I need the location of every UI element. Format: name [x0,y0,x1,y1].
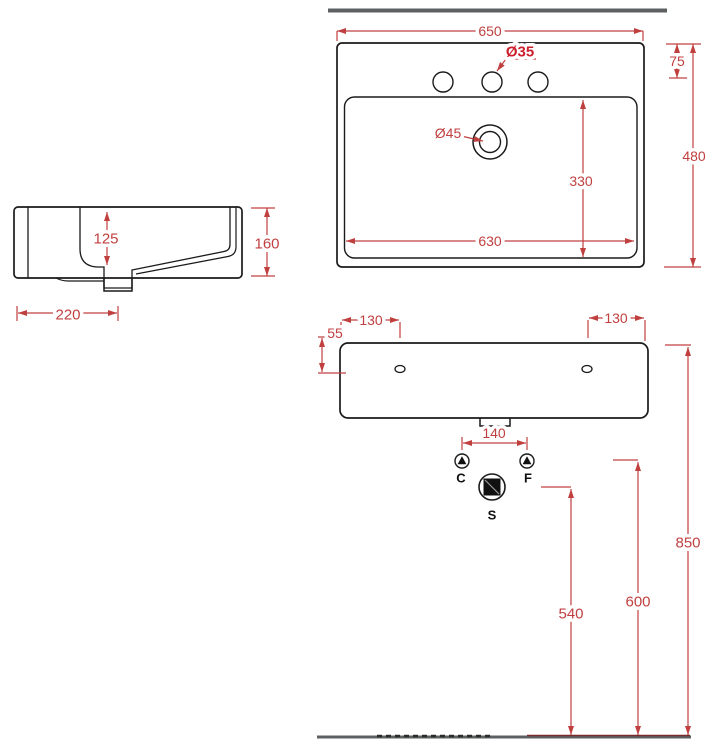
dim-drain-setback: 220 [16,303,119,327]
tap-hole-callout: Ø35 [496,40,538,72]
dim-inner-depth-label: 125 [93,230,118,247]
dim-overall-depth: 480 [664,44,709,268]
dim-tap-ledge-label: 75 [669,53,685,69]
dim-tap-ledge: 75 [666,43,701,79]
drain-callout: Ø45 [431,121,484,144]
dim-waste-height: 540 [541,486,587,735]
dim-height: 160 [251,207,283,277]
tap-hole-left [432,71,454,93]
cold-water-symbol: C [454,453,470,488]
cold-water-triangle-icon [457,456,467,465]
dim-basin-depth: 330 [566,100,596,257]
dim-overall-depth-label: 480 [682,148,706,164]
tap-hole-center [481,71,503,93]
dim-hole-drop-label: 55 [327,325,343,341]
dim-basin-width-label: 630 [478,233,502,249]
dim-drain-setback-label: 220 [55,306,80,323]
dim-right-hole-offset-label: 130 [604,310,628,326]
dim-basin-width: 630 [346,229,634,252]
top-view: 650 75 480 330 630 Ø35 [336,19,709,268]
dim-basin-depth-label: 330 [569,173,593,189]
front-outline [339,342,649,419]
dim-supply-height: 600 [613,459,654,735]
dim-overall-width: 650 [336,19,644,42]
front-drain-stub [479,418,511,427]
tap-hole-diameter-label: Ø35 [506,43,534,60]
basin-inner-bowl [343,96,638,259]
dim-supply-spacing-label: 140 [482,425,506,441]
front-view: 130 130 55 140 C [318,306,704,735]
dim-hole-drop: 55 [318,321,346,374]
dim-left-hole-offset: 130 [340,308,401,341]
mount-hole-left [394,364,406,374]
dim-rim-height: 850 [665,344,704,735]
hot-water-label: F [524,471,532,486]
dim-left-hole-offset-label: 130 [359,312,383,328]
drain-diameter-label: Ø45 [435,125,462,141]
tap-hole-right [527,71,549,93]
side-bottom-recess [55,277,104,282]
hot-water-triangle-icon [522,456,532,465]
dim-supply-height-label: 600 [625,593,650,610]
side-view: 125 160 220 [13,206,283,327]
side-profile-outline [13,206,243,279]
basin-outer-rim [336,42,645,268]
floor-line [317,734,691,739]
dim-inner-depth: 125 [90,212,122,265]
dim-height-label: 160 [254,235,279,252]
hot-water-symbol: F [519,453,535,488]
dim-rim-height-label: 850 [675,534,700,551]
dim-right-hole-offset: 130 [587,306,646,341]
mount-hole-right [581,364,593,374]
cold-water-label: C [456,471,466,486]
side-basin-section [79,207,231,289]
side-basin-wall-edge [135,207,237,275]
dim-waste-height-label: 540 [558,605,583,622]
waste-outlet-label: S [488,508,497,523]
waste-outlet-symbol: S [478,473,506,525]
dim-supply-spacing: 140 [461,421,528,450]
drain-inner-circle [478,130,502,154]
side-drain-stub [103,278,133,292]
dim-overall-width-label: 650 [478,23,502,39]
drain-outer-circle [472,124,508,160]
